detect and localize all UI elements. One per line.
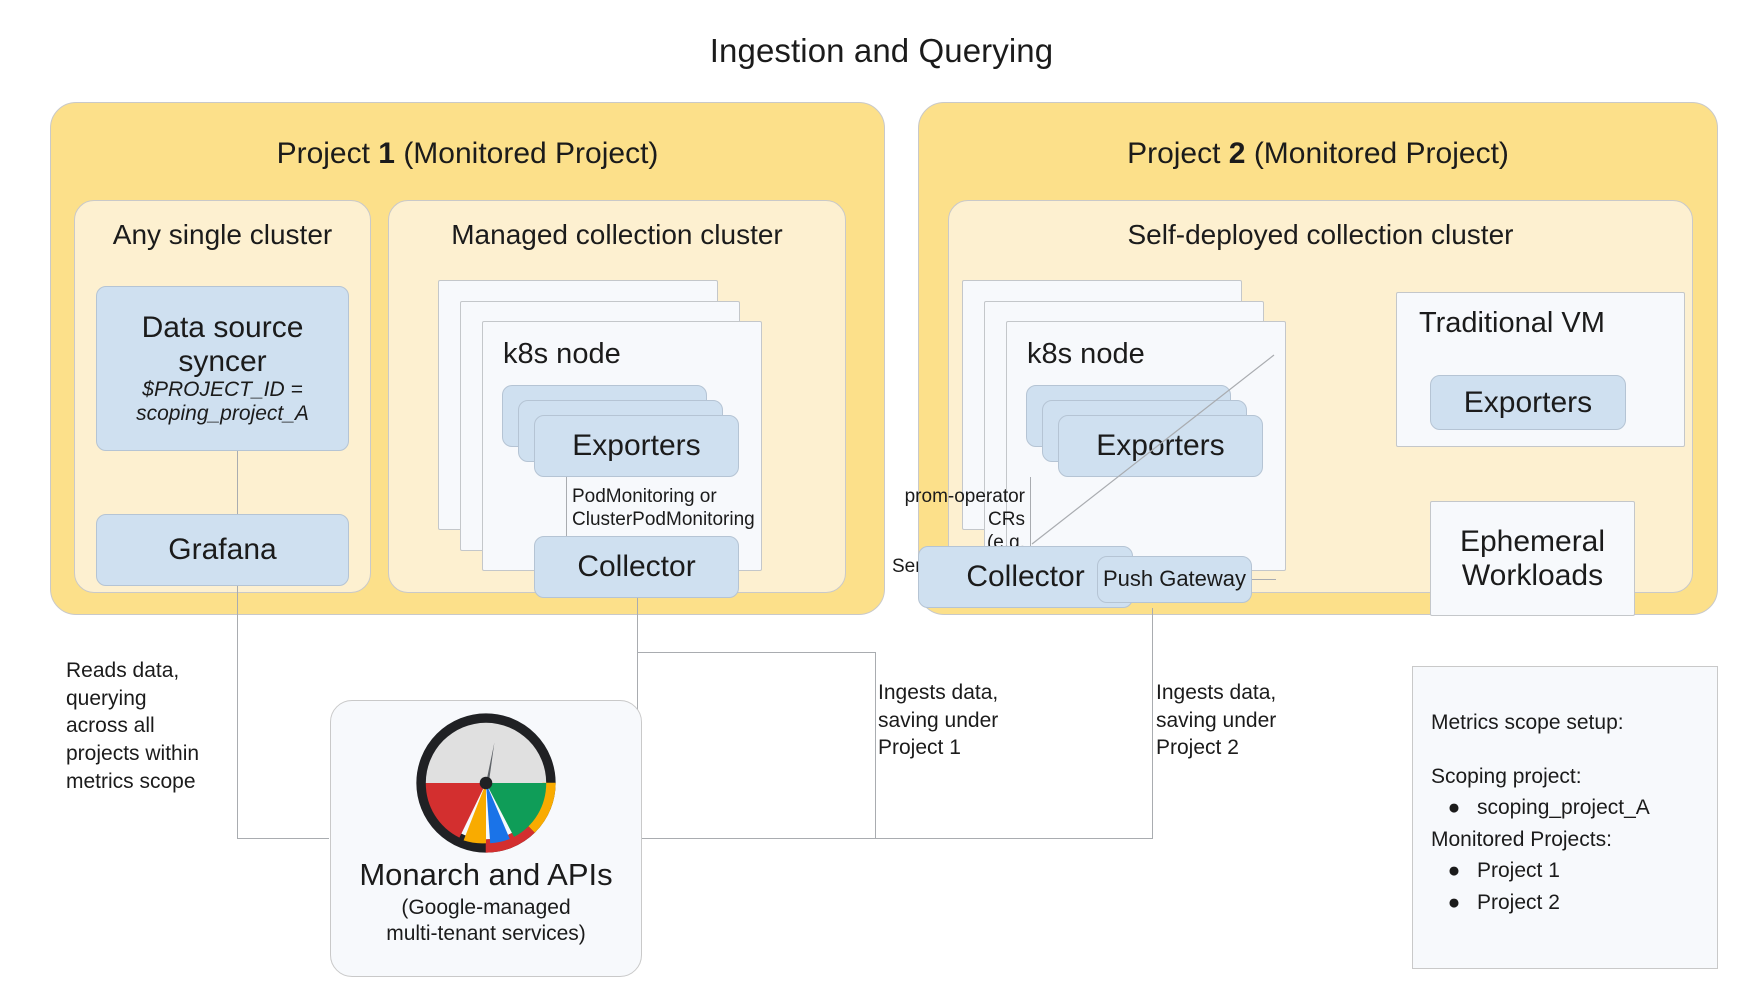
bullet-icon: ● bbox=[1447, 859, 1461, 882]
vm-exporters-label: Exporters bbox=[1463, 385, 1593, 419]
ephemeral-workloads-label: Ephemeral Workloads bbox=[1459, 524, 1606, 592]
annotation-reads-data: Reads data, querying across all projects… bbox=[66, 659, 200, 793]
legend-monitored-item-2-label: Project 2 bbox=[1477, 890, 1560, 914]
vm-exporters-box[interactable]: Exporters bbox=[1430, 375, 1626, 430]
monarch-title: Monarch and APIs bbox=[359, 857, 613, 892]
legend-scoping-item: ● scoping_project_A bbox=[1431, 792, 1717, 824]
project-2-title: Project 2 (Monitored Project) bbox=[1127, 137, 1509, 170]
exporters-box-front-p2[interactable]: Exporters bbox=[1058, 415, 1263, 477]
connector-exporters-to-collector-p2 bbox=[1030, 477, 1031, 546]
project-1-title: Project 1 (Monitored Project) bbox=[276, 137, 659, 170]
legend-monitored-heading: Monitored Projects: bbox=[1431, 827, 1612, 851]
connector-collector-p1-right bbox=[637, 652, 875, 653]
self-deployed-collection-cluster-title: Self-deployed collection cluster bbox=[1127, 219, 1514, 250]
legend-monitored-item-1-label: Project 1 bbox=[1477, 859, 1560, 882]
bullet-icon: ● bbox=[1447, 890, 1461, 914]
connector-collector-p1-to-monarch bbox=[637, 838, 875, 839]
grafana-box[interactable]: Grafana bbox=[96, 514, 349, 586]
collector-label-p2: Collector bbox=[966, 560, 1085, 594]
podmonitoring-edge-label: PodMonitoring or ClusterPodMonitoring bbox=[572, 486, 755, 531]
legend-card: Metrics scope setup: Scoping project: ● … bbox=[1412, 666, 1718, 969]
connector-collector-p1-leg bbox=[875, 652, 876, 838]
annotation-ingests-project-1: Ingests data, saving under Project 1 bbox=[878, 681, 999, 760]
connector-exporters-to-collector-p1 bbox=[566, 477, 567, 536]
collector-box-p1[interactable]: Collector bbox=[534, 536, 739, 598]
bullet-icon: ● bbox=[1447, 796, 1461, 819]
exporters-label-p2: Exporters bbox=[1096, 429, 1225, 463]
traditional-vm-label: Traditional VM bbox=[1419, 307, 1605, 339]
legend-monitored-item-2: ● Project 2 bbox=[1431, 887, 1717, 919]
data-source-syncer-label: Data source syncer bbox=[141, 310, 304, 378]
legend-scoping-item-label: scoping_project_A bbox=[1477, 796, 1650, 819]
monarch-subtitle: (Google-managed multi-tenant services) bbox=[386, 896, 586, 945]
connector-pushgateway-to-ephemeral bbox=[1252, 579, 1276, 580]
data-source-syncer-sublabel: $PROJECT_ID = scoping_project_A bbox=[136, 378, 309, 426]
grafana-label: Grafana bbox=[168, 533, 277, 567]
monarch-card[interactable]: Monarch and APIs (Google-managed multi-t… bbox=[330, 700, 642, 977]
connector-collector-p2-down bbox=[1152, 608, 1153, 839]
push-gateway-label: Push Gateway bbox=[1102, 566, 1247, 592]
legend-scoping-heading: Scoping project: bbox=[1431, 764, 1582, 788]
monarch-logo-icon bbox=[416, 713, 556, 853]
exporters-box-front-p1[interactable]: Exporters bbox=[534, 415, 739, 477]
connector-grafana-to-monarch bbox=[237, 838, 329, 839]
legend-monitored-item-1: ● Project 1 bbox=[1431, 855, 1717, 887]
connector-collector-p2-to-monarch bbox=[875, 838, 1152, 839]
exporters-label-p1: Exporters bbox=[572, 429, 701, 463]
ephemeral-workloads-card: Ephemeral Workloads bbox=[1430, 501, 1635, 616]
managed-collection-cluster-title: Managed collection cluster bbox=[451, 219, 783, 250]
page-title: Ingestion and Querying bbox=[709, 32, 1054, 69]
legend-heading: Metrics scope setup: bbox=[1431, 711, 1624, 734]
data-source-syncer-box[interactable]: Data source syncer $PROJECT_ID = scoping… bbox=[96, 286, 349, 451]
k8s-node-label-p1: k8s node bbox=[503, 338, 621, 370]
k8s-node-label-p2: k8s node bbox=[1027, 338, 1145, 370]
collector-label-p1: Collector bbox=[577, 550, 696, 584]
any-single-cluster-title: Any single cluster bbox=[112, 219, 333, 250]
connector-grafana-down bbox=[237, 586, 238, 839]
push-gateway-box[interactable]: Push Gateway bbox=[1097, 556, 1252, 603]
connector-syncer-to-grafana bbox=[237, 451, 238, 514]
annotation-ingests-project-2: Ingests data, saving under Project 2 bbox=[1156, 681, 1277, 760]
